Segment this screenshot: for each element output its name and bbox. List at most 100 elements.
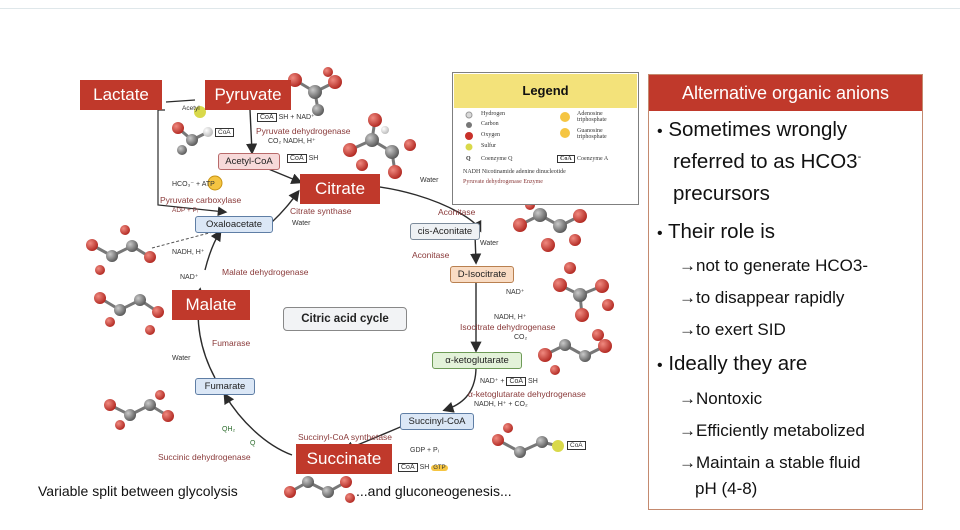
gdp-pi-label: GDP + Pᵢ bbox=[410, 447, 439, 454]
bullet-1-line-3: precursors bbox=[673, 182, 770, 205]
fumarate-molecule-icon bbox=[104, 390, 174, 430]
hydrogen-swatch-icon bbox=[465, 111, 473, 119]
bullet-1-text: Sometimes wrongly bbox=[668, 118, 848, 141]
bullet-1: • Sometimes wrongly bbox=[657, 118, 847, 142]
citrate-synthase-label: Citrate synthase bbox=[290, 206, 352, 216]
sub-item-2: →to disappear rapidly bbox=[679, 288, 845, 307]
coa-sh-label: CoA SH bbox=[287, 154, 319, 163]
carbon-swatch-icon bbox=[466, 122, 472, 128]
acetyl-label: Acetyl bbox=[182, 105, 200, 112]
legend-nadh: NADH Nicotinamide adenine dinucleotide bbox=[463, 169, 566, 175]
bullet-1-sup: - bbox=[857, 151, 862, 164]
alternative-anions-panel: Alternative organic anions • Sometimes w… bbox=[648, 74, 923, 510]
sub-item-1: →not to generate HCO3- bbox=[679, 256, 868, 275]
succinate-molecule-icon bbox=[284, 476, 355, 503]
legend-oxygen: Oxygen bbox=[481, 132, 500, 138]
coa-tag-2: CoA bbox=[257, 113, 277, 122]
legend-carbon: Carbon bbox=[481, 121, 499, 127]
acetyl-coa-node: Acetyl-CoA bbox=[218, 153, 280, 170]
co2-nadh-label: CO₂ NADH, H⁺ bbox=[268, 138, 316, 145]
bullet-dot-3: • bbox=[657, 357, 663, 374]
coa-tag-1: CoA bbox=[215, 128, 234, 137]
legend-coenzyme-q: Coenzyme Q bbox=[481, 156, 513, 162]
coa-tag-4: CoA bbox=[506, 377, 527, 386]
aconitase-label-2: Aconitase bbox=[412, 250, 450, 260]
bullet-dot-1: • bbox=[657, 123, 663, 140]
water-citrate-label: Water bbox=[420, 177, 439, 184]
nad-malate-label: NAD⁺ bbox=[180, 274, 199, 281]
d-isocitrate-node: D-Isocitrate bbox=[450, 266, 514, 283]
water-fumarase-label: Water bbox=[172, 355, 191, 362]
sub-item-3: →to exert SID bbox=[679, 320, 786, 339]
coa-tag-3: CoA bbox=[287, 154, 307, 163]
nad-isocitrate-label: NAD⁺ bbox=[506, 289, 525, 296]
legend-swatches bbox=[465, 111, 570, 151]
malate-molecule-icon bbox=[94, 292, 164, 335]
isocitrate-dehydrogenase-label: Isocitrate dehydrogenase bbox=[460, 322, 556, 332]
co2-isocitrate-label: CO₂ bbox=[514, 334, 528, 341]
aconitase-label-1: Aconitase bbox=[438, 207, 476, 217]
oxaloacetate-node: Oxaloacetate bbox=[195, 216, 273, 233]
legend-coenzyme-a: Coenzyme A bbox=[577, 156, 609, 162]
gtp-swatch-icon bbox=[560, 128, 570, 138]
legend-q-symbol: Q bbox=[466, 156, 471, 162]
succinyl-coa-node: Succinyl-CoA bbox=[400, 413, 474, 430]
akg-dehydrogenase-label: α-ketoglutarate dehydrogenase bbox=[468, 389, 586, 399]
panel-title: Alternative organic anions bbox=[649, 75, 922, 111]
oxygen-swatch-icon bbox=[465, 132, 473, 140]
legend-coa-symbol: CoA bbox=[557, 155, 575, 163]
coa-tag-5: CoA bbox=[398, 463, 418, 472]
sh-akg-text: SH bbox=[528, 378, 538, 385]
pyruvate-dehydrogenase-label: Pyruvate dehydrogenase bbox=[256, 126, 351, 136]
caption-gluconeogenesis: ...and gluconeogenesis... bbox=[356, 483, 512, 499]
adp-pi-label: ADP + Pᵢ bbox=[172, 207, 199, 214]
coa-tag-succinyl: CoA bbox=[567, 441, 586, 450]
alpha-ketoglutarate-molecule-icon bbox=[538, 329, 612, 375]
bullet-1-line-2-text: referred to as HCO3 bbox=[673, 150, 858, 173]
legend-enzyme: Pyruvate dehydrogenase Enzyme bbox=[463, 179, 543, 185]
sub-item-4: →Nontoxic bbox=[679, 389, 763, 408]
water-aconitase-label: Water bbox=[480, 240, 499, 247]
pyruvate-label: Pyruvate bbox=[205, 80, 291, 110]
legend-title: Legend bbox=[454, 74, 637, 108]
legend-hydrogen: Hydrogen bbox=[481, 111, 505, 117]
gtp-icon: GTP bbox=[431, 465, 448, 471]
legend-atp: Adenosine triphosphate bbox=[577, 111, 607, 123]
atp-icon bbox=[207, 175, 223, 191]
atp-swatch-icon bbox=[560, 112, 570, 122]
bullet-1-line-2: referred to as HCO3- bbox=[673, 150, 861, 174]
citrate-label: Citrate bbox=[300, 174, 380, 204]
alpha-ketoglutarate-node: α-ketoglutarate bbox=[432, 352, 522, 369]
malate-dehydrogenase-label: Malate dehydrogenase bbox=[222, 267, 309, 277]
fumarate-node: Fumarate bbox=[195, 378, 255, 395]
caption-glycolysis: Variable split between glycolysis bbox=[38, 483, 238, 499]
nad-akg-label: NAD⁺ + CoA SH bbox=[480, 377, 538, 386]
nadh-isocitrate-label: NADH, H⁺ bbox=[494, 314, 527, 321]
sub-item-6-line-2: pH (4-8) bbox=[695, 479, 758, 498]
malate-label: Malate bbox=[172, 290, 250, 320]
pyruvate-carboxylase-label: Pyruvate carboxylase bbox=[160, 195, 242, 205]
legend-box: Legend Hydrogen Carbon Oxygen Sulfur Q C… bbox=[452, 72, 639, 205]
top-divider bbox=[0, 8, 960, 9]
nad-akg-text: NAD⁺ + bbox=[480, 378, 505, 385]
sh-nad-text: SH + NAD⁺ bbox=[278, 114, 315, 121]
sh-text: SH bbox=[308, 155, 319, 162]
bullet-3-text: Ideally they are bbox=[668, 352, 808, 375]
hco3-atp-label: HCO₃⁻ + ATP bbox=[172, 181, 215, 188]
cis-aconitate-node: cis-Aconitate bbox=[410, 223, 480, 240]
bullet-2-text: Their role is bbox=[667, 220, 776, 243]
pyruvate-molecule-icon bbox=[288, 67, 342, 116]
succinic-dehydrogenase-label: Succinic dehydrogenase bbox=[158, 452, 251, 462]
qh2-label: QH₂ bbox=[222, 426, 236, 433]
cycle-title: Citric acid cycle bbox=[283, 307, 407, 331]
water-synthase-label: Water bbox=[292, 220, 311, 227]
nadh-malate-label: NADH, H⁺ bbox=[172, 249, 205, 256]
sub-item-6: →Maintain a stable fluid bbox=[679, 453, 861, 472]
sulfur-swatch-icon bbox=[465, 143, 473, 151]
sh-gtp-text: SH bbox=[419, 464, 430, 471]
lactate-molecule-icon bbox=[172, 106, 213, 155]
bullet-2: • Their role is bbox=[657, 220, 775, 244]
bullet-dot-2: • bbox=[657, 225, 663, 242]
